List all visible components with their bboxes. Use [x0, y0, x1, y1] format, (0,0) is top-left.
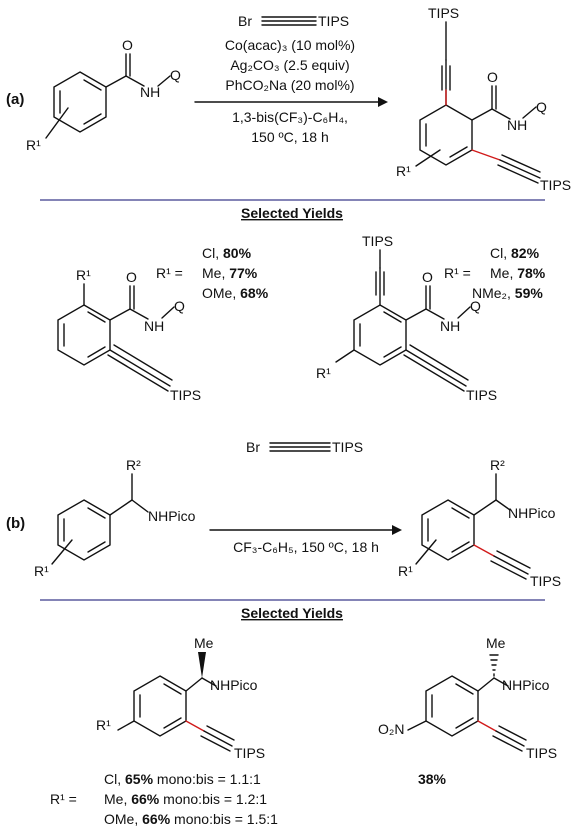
yield2-oxygen: O	[422, 269, 433, 285]
yield2-row-cl: Cl, 82%	[490, 245, 540, 261]
mono-product-structure	[57, 283, 175, 392]
product-tips-top: TIPS	[428, 5, 459, 21]
product-tips-bottom: TIPS	[540, 177, 571, 193]
part-b-label: (b)	[6, 515, 25, 532]
yield1-row-ome: OMe, 68%	[202, 285, 269, 301]
condition-solvent: 1,3-bis(CF₃)-C₆H₄,	[232, 109, 348, 125]
condition-oxidant: Ag₂CO₃ (2.5 equiv)	[230, 57, 349, 73]
yield2-tips-top: TIPS	[362, 233, 393, 249]
reagent-tips: TIPS	[318, 13, 349, 29]
yield1-row-me: Me, 77%	[202, 265, 258, 281]
yield-b1-r1: R¹	[96, 717, 111, 733]
yield-b1-me: Me	[194, 635, 214, 651]
condition-catalyst: Co(acac)₃ (10 mol%)	[225, 37, 355, 53]
product-q: Q	[536, 99, 547, 115]
condition-additive: PhCO₂Na (20 mol%)	[225, 77, 354, 93]
yield2-r1: R¹	[316, 365, 331, 381]
yield1-nh: NH	[144, 318, 164, 334]
prod-b-nhpico: NHPico	[508, 505, 556, 521]
alkynylated-amine-product	[415, 473, 531, 580]
yield-b2-no2: O₂N	[378, 721, 404, 737]
yield2-r-label: R¹ =	[444, 265, 471, 281]
yield1-r1: R¹	[76, 267, 91, 283]
directing-group-q: Q	[170, 67, 181, 83]
yield-b1-structure	[117, 652, 235, 752]
reaction-arrow-b	[209, 525, 402, 535]
yield-b1-tips: TIPS	[234, 745, 265, 761]
selected-yields-header-b: Selected Yields	[241, 605, 343, 621]
reagent-b-tips: TIPS	[332, 439, 363, 455]
sm-b-r2: R²	[126, 457, 141, 473]
yield2-q: Q	[470, 298, 481, 314]
yield-b2-tips: TIPS	[526, 745, 557, 761]
yield-b2-structure	[407, 654, 527, 752]
yield2-tips-bottom: TIPS	[466, 387, 497, 403]
prod-b-r2: R²	[490, 457, 505, 473]
yield-b1-row-me: Me, 66% mono:bis = 1.2:1	[104, 791, 267, 807]
reagent-b-triple-bond	[269, 442, 331, 452]
yield-b1-r-label: R¹ =	[50, 791, 77, 807]
reagent-bromine: Br	[238, 13, 252, 29]
substituent-r1: R¹	[26, 137, 41, 153]
reaction-arrow-a	[194, 97, 388, 107]
selected-yields-header-a: Selected Yields	[241, 205, 343, 221]
bis-alkynylated-product	[415, 21, 541, 184]
yield-b1-nhpico: NHPico	[210, 677, 258, 693]
yield2-row-nme2: NMe₂, 59%	[472, 285, 543, 301]
condition-temperature-time: 150 ºC, 18 h	[251, 129, 329, 145]
yield1-row-cl: Cl, 80%	[202, 245, 252, 261]
product-carbonyl-oxygen: O	[487, 69, 498, 85]
sm-b-nhpico: NHPico	[148, 508, 196, 524]
benzylamine-starting-material	[51, 473, 149, 565]
yield1-q: Q	[174, 298, 185, 314]
amide-nh: NH	[140, 84, 160, 100]
reagent-b-bromine: Br	[246, 439, 260, 455]
yield-b2-value: 38%	[418, 771, 447, 787]
yield-b2-nhpico: NHPico	[502, 677, 550, 693]
product-nh: NH	[507, 117, 527, 133]
yield-b1-row-ome: OMe, 66% mono:bis = 1.5:1	[104, 811, 278, 827]
yield1-r-label: R¹ =	[156, 265, 183, 281]
prod-b-r1: R¹	[398, 563, 413, 579]
part-a-label: (a)	[6, 91, 24, 108]
sm-b-r1: R¹	[34, 563, 49, 579]
yield1-tips: TIPS	[170, 387, 201, 403]
yield2-nh: NH	[440, 318, 460, 334]
yield2-row-me: Me, 78%	[490, 265, 546, 281]
condition-b: CF₃-C₆H₅, 150 ºC, 18 h	[233, 539, 379, 555]
yield-b1-row-cl: Cl, 65% mono:bis = 1.1:1	[104, 771, 261, 787]
yield1-oxygen: O	[126, 269, 137, 285]
prod-b-tips: TIPS	[530, 573, 561, 589]
product-r1: R¹	[396, 163, 411, 179]
carbonyl-oxygen: O	[122, 37, 133, 53]
bis-product-structure	[335, 249, 471, 392]
yield-b2-me: Me	[486, 635, 506, 651]
benzamide-starting-material	[45, 53, 171, 139]
reagent-triple-bond	[261, 16, 317, 26]
